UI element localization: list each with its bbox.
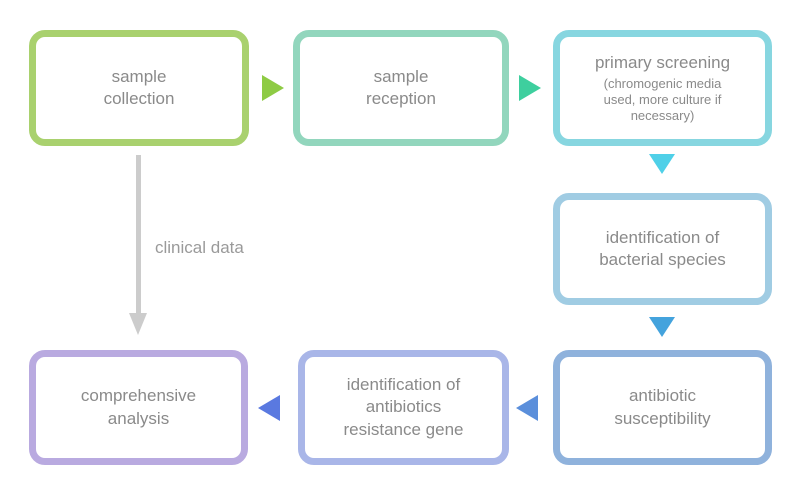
- node-label: comprehensive analysis: [80, 386, 197, 428]
- node-sample-collection[interactable]: sample collection: [29, 30, 249, 146]
- arrow-left-icon-susceptibility-to-resistance-gene: [516, 395, 538, 421]
- node-label: identification of antibiotics resistance…: [343, 374, 464, 439]
- node-primary-screening[interactable]: primary screening (chromogenic media use…: [553, 30, 772, 146]
- node-label: antibiotic susceptibility: [614, 386, 711, 428]
- node-sublabel: (chromogenic media used, more culture if…: [603, 75, 722, 123]
- node-sample-reception[interactable]: sample reception: [293, 30, 509, 146]
- node-antibiotic-susceptibility[interactable]: antibiotic susceptibility: [553, 350, 772, 465]
- arrow-shaft: [136, 155, 141, 315]
- arrow-down-icon-screening-to-identification: [649, 154, 675, 174]
- edge-label-clinical-data: clinical data: [155, 238, 244, 257]
- arrow-right-icon-reception-to-screening: [519, 75, 541, 101]
- arrow-right-icon-collection-to-reception: [262, 75, 284, 101]
- arrow-head: [129, 313, 147, 335]
- node-identification-of-antibiotics-resistance-gene[interactable]: identification of antibiotics resistance…: [298, 350, 509, 465]
- node-identification-of-bacterial-species[interactable]: identification of bacterial species: [553, 193, 772, 305]
- arrow-left-icon-resistance-gene-to-analysis: [258, 395, 280, 421]
- arrow-down-icon-identification-to-susceptibility: [649, 317, 675, 337]
- node-label: sample collection: [103, 66, 175, 108]
- node-label: primary screening: [594, 53, 731, 73]
- node-label: identification of bacterial species: [599, 227, 726, 269]
- node-label: sample reception: [366, 66, 436, 108]
- node-comprehensive-analysis[interactable]: comprehensive analysis: [29, 350, 248, 465]
